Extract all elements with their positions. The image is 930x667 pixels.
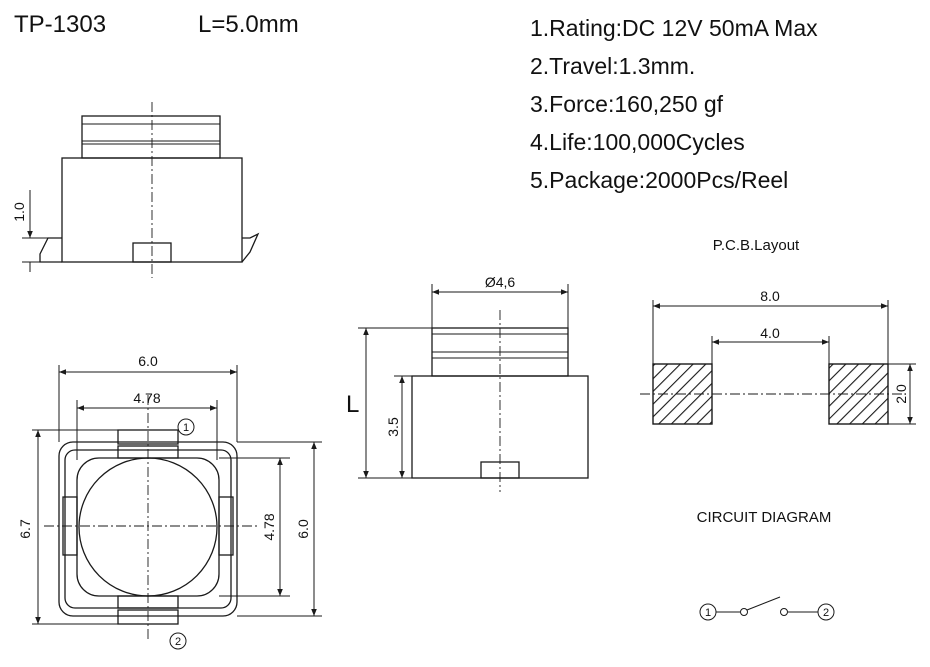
spec-force: 3.Force:160,250 gf [530,91,724,117]
circuit-title: CIRCUIT DIAGRAM [697,509,832,526]
dim-height-overall: 6.7 [17,519,33,539]
pin2-marker [169,632,187,650]
top-body [58,441,238,617]
spec-list: 1.Rating:DC 12V 50mA Max 2.Travel:1.3mm.… [530,15,818,193]
dim-pcb-total-width: 8.0 [760,288,780,304]
dim-width-outer: 6.0 [138,353,158,369]
side-actuator [81,115,221,159]
pcb-layout: P.C.B.Layout 8.0 4.0 2.0 [640,237,916,425]
pcb-pad-left [652,363,713,425]
circuit-diagram: CIRCUIT DIAGRAM 1 2 [697,509,835,621]
pcb-layout-title: P.C.B.Layout [713,237,800,254]
circuit-pin2-marker [817,603,835,621]
top-view: 1 2 6.0 4.78 6.7 4.78 6.0 [17,353,322,650]
circuit-pin1-label: 1 [705,607,711,619]
front-window [480,461,520,479]
length-label: L=5.0mm [198,11,299,38]
front-view: Ø4,6 L 3.5 [346,274,589,492]
dim-pcb-pad-height: 2.0 [893,384,909,404]
dim-diameter: Ø4,6 [485,274,516,290]
spec-package: 5.Package:2000Pcs/Reel [530,167,788,193]
pin1-label: 1 [183,422,189,434]
dim-body-height: 3.5 [385,417,401,437]
pin1-marker [177,418,195,436]
side-lead-left [39,237,62,263]
model-title: TP-1303 [14,11,106,38]
side-view: 1.0 [11,102,260,278]
dim-width-inner: 4.78 [133,390,160,406]
dim-lead-height: 1.0 [11,202,27,222]
dim-pcb-gap: 4.0 [760,325,780,341]
side-lead-right [241,232,260,263]
dim-height-inner: 4.78 [261,513,277,540]
spec-rating: 1.Rating:DC 12V 50mA Max [530,15,818,41]
circuit-switch-blade [746,596,781,611]
dim-length-symbol: L [346,391,359,418]
spec-life: 4.Life:100,000Cycles [530,129,745,155]
pin2-label: 2 [175,636,181,648]
dim-height-outer: 6.0 [295,519,311,539]
spec-travel: 2.Travel:1.3mm. [530,53,695,79]
circuit-pin2-label: 2 [823,607,829,619]
top-terminal-bottom [117,609,179,625]
side-window [132,242,172,263]
top-terminal-top [117,429,179,445]
pcb-pad-right [828,363,889,425]
